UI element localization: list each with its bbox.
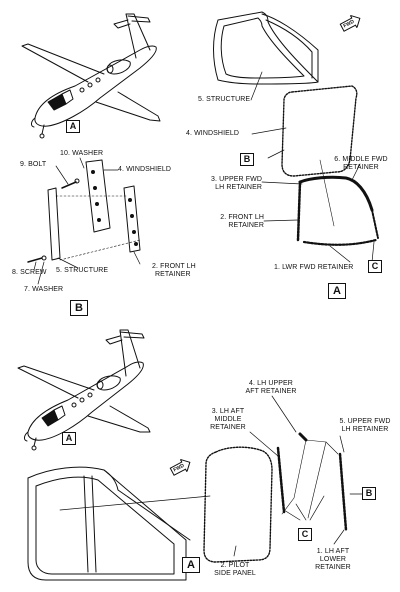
label-upper-fwd-lh-retainer-1-fig2: 5. UPPER FWD <box>339 418 391 425</box>
label-detail-structure: 5. STRUCTURE <box>56 267 109 274</box>
label-washer-7: 7. WASHER <box>24 286 64 293</box>
label-pilot-side-panel-2: SIDE PANEL <box>214 570 256 577</box>
windshield-structure-2 <box>27 466 191 581</box>
label-lh-upper-aft-retainer-1: 4. LH UPPER <box>249 380 293 387</box>
label-lh-upper-aft-retainer-2: AFT RETAINER <box>245 388 297 395</box>
label-middle-fwd-retainer-1: 6. MIDDLE FWD <box>334 156 388 163</box>
label-lh-aft-lower-retainer-1: 1. LH AFT <box>316 548 350 555</box>
detail-b-assembly <box>27 159 141 263</box>
windshield-structure-1 <box>213 11 319 85</box>
label-upper-fwd-lh-retainer-2-fig2: LH RETAINER <box>341 426 389 433</box>
label-lh-aft-middle-retainer-2: MIDDLE <box>214 416 242 423</box>
leader-lines-2 <box>59 395 363 557</box>
marker-a-aircraft-fig1: A <box>66 120 80 133</box>
label-lwr-fwd-retainer: 1. LWR FWD RETAINER <box>274 264 354 271</box>
label-detail-windshield: 4. WINDSHIELD <box>118 166 172 173</box>
label-detail-front-lh-retainer-2: RETAINER <box>155 271 191 278</box>
marker-c-fig1: C <box>368 260 382 273</box>
label-front-lh-retainer-2: RETAINER <box>228 222 264 229</box>
label-detail-front-lh-retainer-1: 2. FRONT LH <box>152 263 196 270</box>
marker-b-fig2: B <box>362 487 376 500</box>
label-upper-fwd-lh-retainer-2: LH RETAINER <box>215 184 262 191</box>
label-screw: 8. SCREW <box>12 269 47 276</box>
windshield-panel-1 <box>281 85 358 177</box>
marker-a-detail-fig2: A <box>182 557 200 573</box>
label-lh-aft-middle-retainer-3: RETAINER <box>210 424 246 431</box>
fwd-arrow-icon-2: FWD <box>168 456 194 479</box>
label-pilot-side-panel-1: 2. PILOT <box>220 562 250 569</box>
label-bolt: 9. BOLT <box>20 161 47 168</box>
label-front-lh-retainer-1: 2. FRONT LH <box>220 214 264 221</box>
fwd-arrow-icon-1: FWD <box>338 12 364 35</box>
label-structure: 5. STRUCTURE <box>198 96 251 103</box>
label-windshield: 4. WINDSHIELD <box>186 130 240 137</box>
label-lh-aft-lower-retainer-3: RETAINER <box>315 564 351 571</box>
pilot-side-panel <box>203 446 273 563</box>
label-upper-fwd-lh-retainer-1: 3. UPPER FWD <box>211 176 262 183</box>
marker-a-aircraft-fig2: A <box>62 432 76 445</box>
leader-lines-b <box>33 157 141 285</box>
marker-c-fig2: C <box>298 528 312 541</box>
marker-b-detail: B <box>70 300 88 316</box>
marker-a-detail-fig1: A <box>328 283 346 299</box>
aircraft-illustration-2 <box>17 329 151 451</box>
label-washer-10: 10. WASHER <box>60 150 104 157</box>
aircraft-illustration-1 <box>21 13 161 139</box>
retainers-2 <box>276 432 348 532</box>
leader-lines-1 <box>250 71 375 263</box>
retainers-1 <box>296 159 379 246</box>
label-lh-aft-middle-retainer-1: 3. LH AFT <box>211 408 245 415</box>
marker-b-fig1: B <box>240 153 254 166</box>
label-lh-aft-lower-retainer-2: LOWER <box>319 556 347 563</box>
label-middle-fwd-retainer-2: RETAINER <box>343 164 379 171</box>
